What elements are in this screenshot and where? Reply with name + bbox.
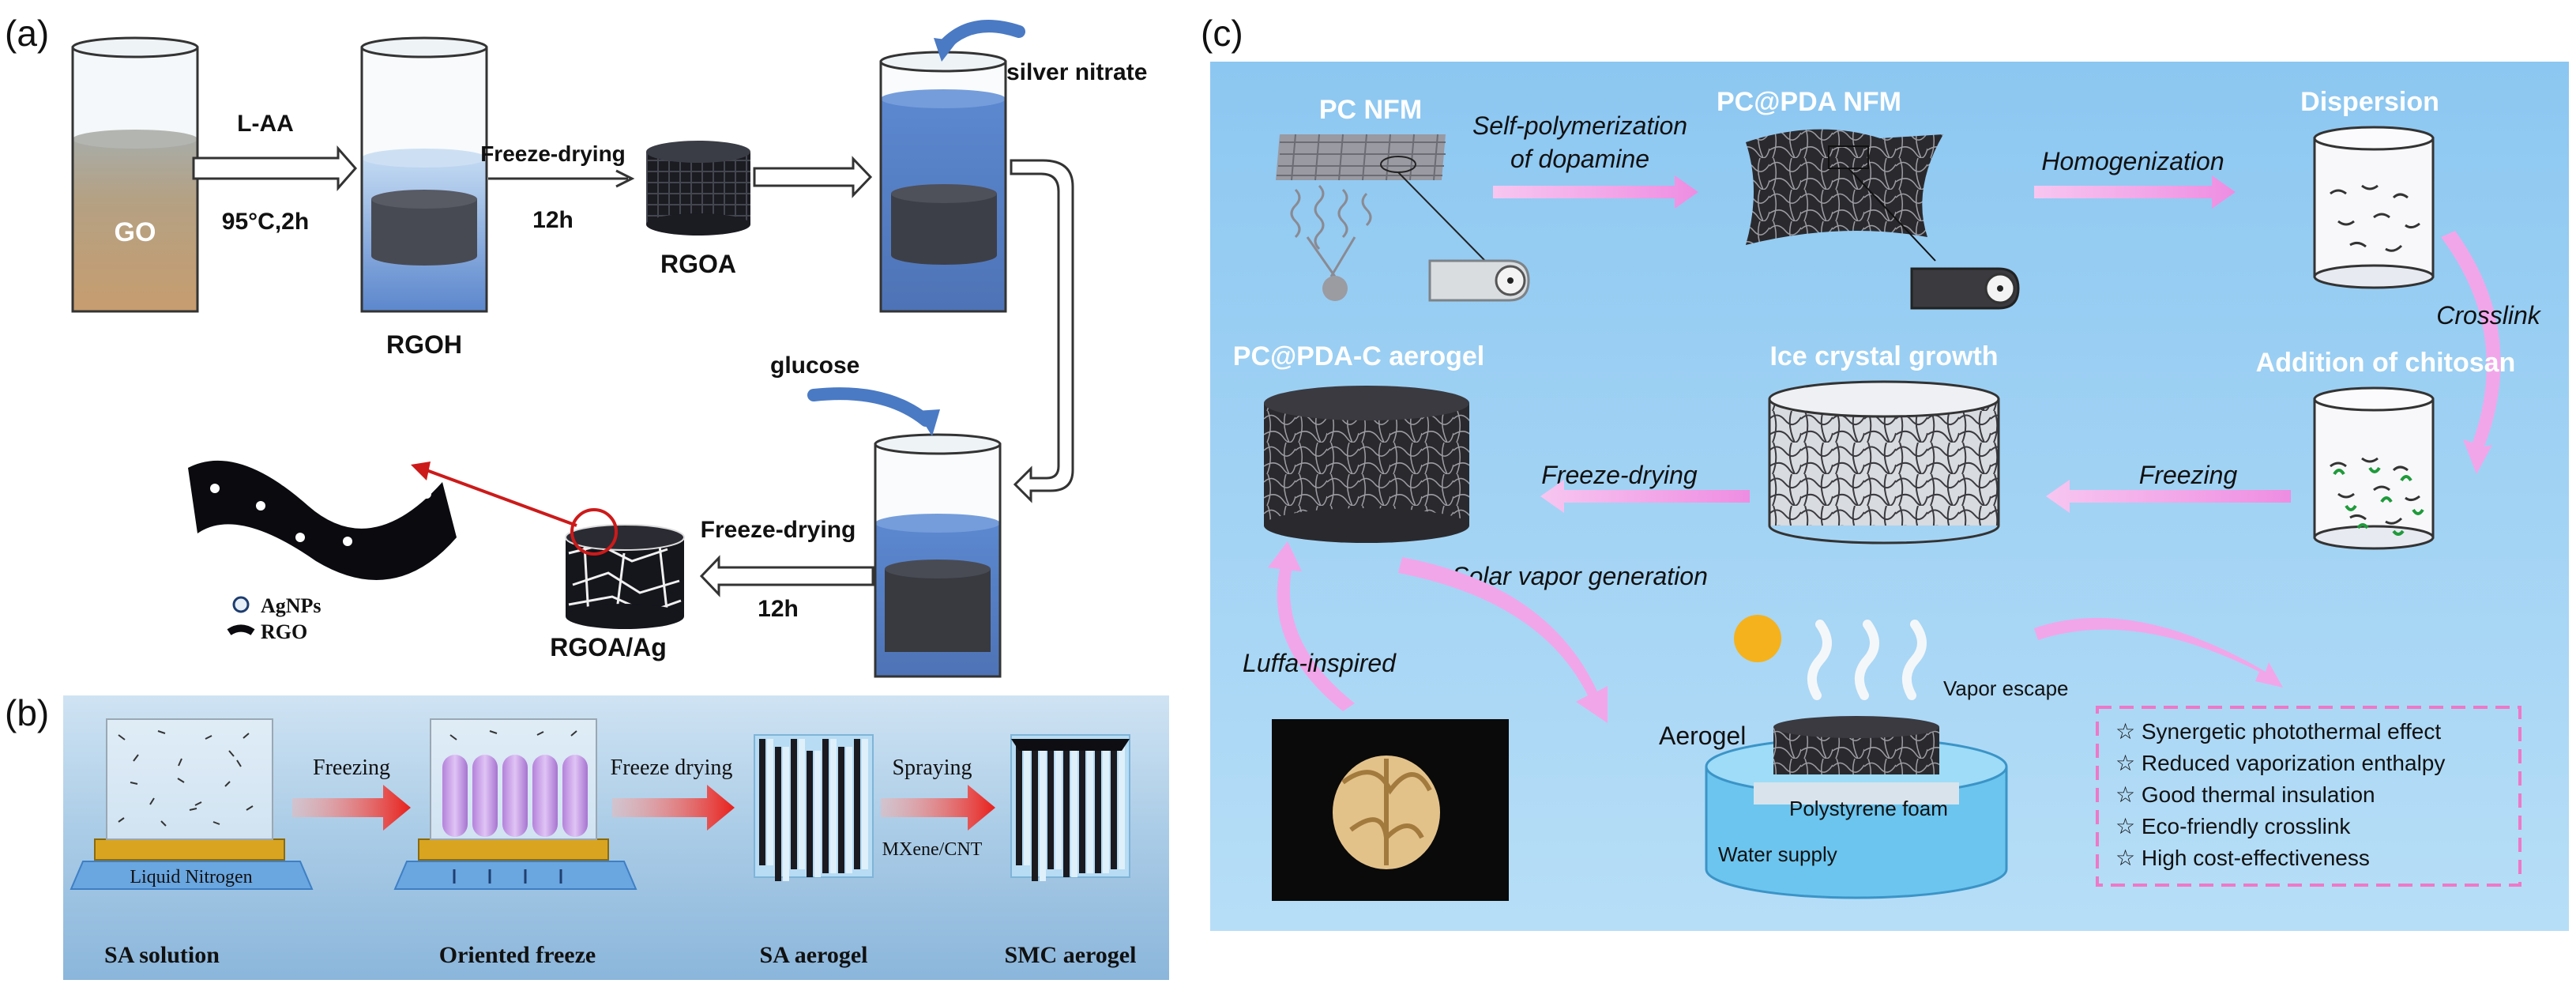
- freeze-drying-b-label: Freeze drying: [611, 755, 733, 780]
- arrow-freeze-drying-b: Freeze drying: [611, 755, 735, 831]
- feature-1: ☆ Synergetic photothermal effect: [2115, 719, 2441, 744]
- pc-nfm-label: PC NFM: [1319, 95, 1422, 125]
- vapor-icon: [1807, 620, 1927, 700]
- panel-c: (c) PC NFM Self-polymerization of dopami…: [1201, 13, 2569, 931]
- caption-sa-aerogel: SA aerogel: [760, 942, 868, 968]
- time-label-2: 12h: [758, 596, 799, 622]
- pc-nfm-mesh: [1276, 134, 1530, 302]
- freezing-c-label: Freezing: [2139, 461, 2238, 489]
- rgoa-ag-label: RGOA/Ag: [550, 633, 667, 661]
- feature-5: ☆ High cost-effectiveness: [2115, 846, 2370, 870]
- go-beaker: GO: [71, 36, 199, 313]
- pc-pda-nfm-label: PC@PDA NFM: [1717, 87, 1901, 117]
- go-label: GO: [115, 217, 156, 247]
- aerogel-title-label: PC@PDA-C aerogel: [1233, 341, 1484, 371]
- homogenization-label: Homogenization: [2041, 147, 2224, 175]
- arrow-homogenization: [2034, 175, 2236, 209]
- freezing-label: Freezing: [313, 755, 390, 780]
- legend-rgo: RGO: [261, 620, 307, 643]
- self-polymerization-label: Self-polymerization: [1472, 111, 1687, 140]
- crosslink-label: Crosslink: [2436, 301, 2542, 330]
- liquid-nitrogen-label: Liquid Nitrogen: [130, 867, 252, 887]
- panel-a: (a) GO L-AA 95°C,2h RGOH: [5, 13, 1147, 678]
- feature-box: ☆ Synergetic photothermal effect ☆ Reduc…: [2096, 706, 2521, 887]
- rgoa-block: RGOA: [646, 141, 750, 278]
- solar-vapor-label: Solar vapor generation: [1452, 562, 1708, 590]
- l-aa-label: L-AA: [237, 111, 294, 137]
- stage-smc-aerogel: SMC aerogel: [1005, 734, 1137, 968]
- ice-crystal-cylinder: [1768, 380, 2000, 544]
- silver-nitrate-label: silver nitrate: [1006, 59, 1147, 85]
- legend: AgNPs RGO: [227, 594, 322, 643]
- foam-label: Polystyrene foam: [1789, 797, 1948, 820]
- luffa-label: Luffa-inspired: [1243, 649, 1397, 677]
- glucose-label: glucose: [770, 352, 859, 379]
- arrow-l-aa: L-AA 95°C,2h: [192, 111, 357, 235]
- rgoa-ag-block: RGOA/Ag: [550, 508, 685, 661]
- freeze-drying-label-1: Freeze-drying: [480, 141, 626, 166]
- spraying-label: Spraying: [892, 755, 972, 780]
- addition-chitosan-label: Addition of chitosan: [2256, 348, 2516, 378]
- arrow-luffa: [1268, 541, 1355, 711]
- ice-crystal-label: Ice crystal growth: [1769, 341, 1998, 371]
- feature-2: ☆ Reduced vaporization enthalpy: [2115, 751, 2445, 775]
- zoom-arrow: [426, 469, 577, 527]
- panel-a-label: (a): [5, 13, 49, 54]
- stage-sa-solution: Liquid Nitrogen SA solution: [70, 718, 314, 968]
- pc-pda-c-aerogel: [1264, 386, 1469, 543]
- evaporation-device: Aerogel Polystyrene foam Water supply: [1659, 716, 2008, 899]
- stage-sa-aerogel: SA aerogel: [754, 734, 874, 968]
- pc-pda-nfm-sheet: [1746, 129, 2020, 310]
- aerogel-label: Aerogel: [1659, 722, 1746, 750]
- rgoh-label: RGOH: [386, 330, 462, 359]
- mxene-cnt-label: MXene/CNT: [882, 839, 983, 860]
- caption-oriented-freeze: Oriented freeze: [439, 942, 596, 968]
- dispersion-beaker: [2313, 126, 2435, 289]
- freeze-drying-c-label: Freeze-drying: [1541, 461, 1698, 489]
- panel-b-label: (b): [5, 692, 49, 733]
- stage-oriented-freeze: Oriented freeze: [393, 718, 637, 968]
- caption-sa-solution: SA solution: [104, 942, 220, 968]
- arrow-features: [2034, 617, 2283, 688]
- arrow-self-poly: [1493, 175, 1698, 209]
- sun-icon: [1734, 615, 1781, 662]
- rgo-sheet: [188, 460, 457, 580]
- agnps-legend-icon: [232, 596, 250, 613]
- arrow-crosslink: [2441, 231, 2501, 474]
- rgoa-label: RGOA: [660, 250, 736, 278]
- caption-smc-aerogel: SMC aerogel: [1005, 942, 1137, 968]
- silver-beaker: silver nitrate: [879, 20, 1147, 313]
- arrow-solar: [1398, 557, 1608, 723]
- luffa-photo: [1272, 719, 1509, 901]
- arrow-freeze-drying-1: Freeze-drying 12h: [480, 141, 635, 233]
- arrow-freezing-c: [2046, 480, 2291, 513]
- feature-4: ☆ Eco-friendly crosslink: [2115, 814, 2351, 838]
- chitosan-beaker: [2313, 386, 2435, 550]
- arrow-freeze-drying-2: Freeze-drying 12h: [699, 517, 874, 622]
- rgo-legend-icon: [227, 624, 255, 635]
- water-supply-label: Water supply: [1718, 842, 1837, 866]
- zoom-arrowhead: [411, 462, 431, 480]
- time-label-1: 12h: [532, 207, 573, 233]
- arrow-freezing: Freezing: [292, 755, 411, 831]
- arrow-spraying: Spraying MXene/CNT: [881, 755, 995, 860]
- feature-3: ☆ Good thermal insulation: [2115, 782, 2375, 807]
- rgoh-beaker: RGOH: [360, 36, 488, 359]
- arrow-freeze-drying-c: [1540, 480, 1750, 513]
- dispersion-label: Dispersion: [2300, 87, 2439, 117]
- panel-b: (b) Liquid Nitrogen SA solution Freezing: [5, 692, 1169, 980]
- legend-agnps: AgNPs: [261, 594, 322, 617]
- freeze-drying-label-2: Freeze-drying: [701, 517, 856, 543]
- connector-arrow: [1010, 159, 1074, 503]
- arrow-to-silver: [753, 156, 873, 198]
- glucose-beaker: glucose: [770, 352, 1002, 678]
- vapor-escape-label: Vapor escape: [1943, 676, 2069, 700]
- condition-label: 95°C,2h: [222, 209, 309, 235]
- dopamine-label: of dopamine: [1510, 145, 1649, 173]
- panel-c-label: (c): [1201, 13, 1243, 54]
